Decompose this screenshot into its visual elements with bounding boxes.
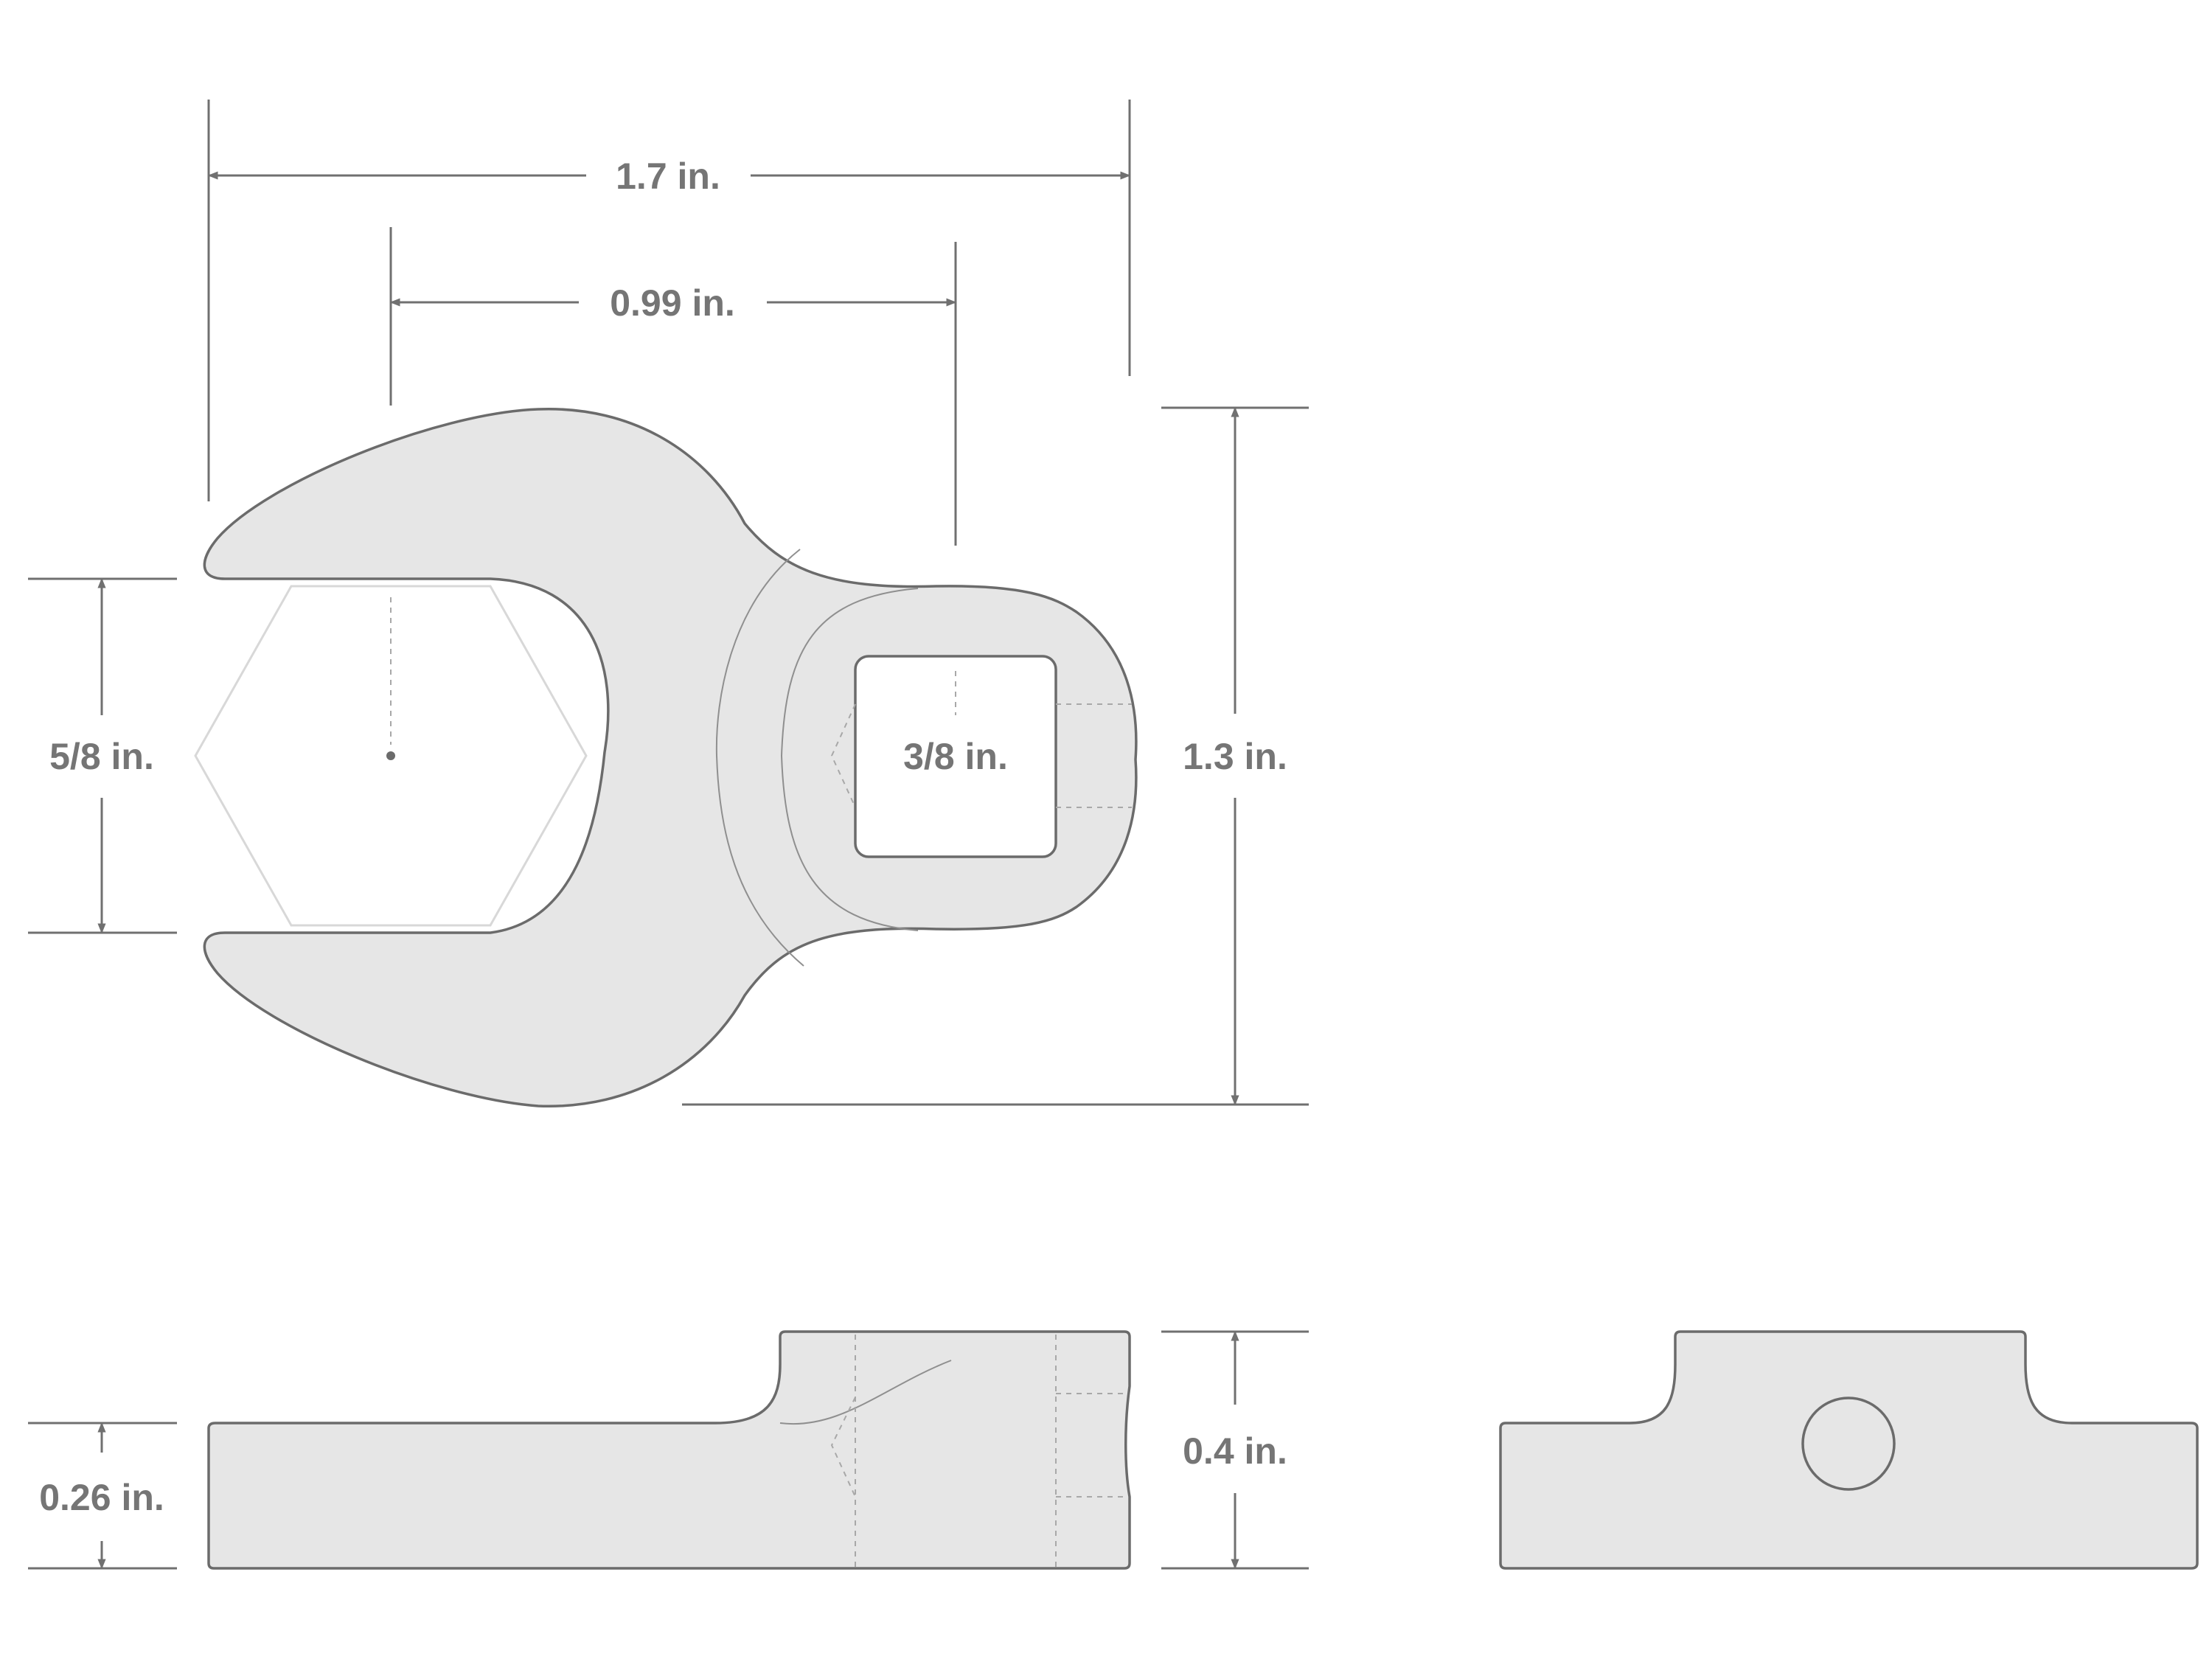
end-view xyxy=(1499,1330,2199,1570)
jaw-thickness-label: 0.26 in. xyxy=(39,1477,164,1518)
overall-height-label: 0.4 in. xyxy=(1183,1430,1287,1472)
center-distance-label: 0.99 in. xyxy=(610,282,735,324)
overall-width-label: 1.3 in. xyxy=(1183,736,1287,777)
overall-length-label: 1.7 in. xyxy=(616,156,720,197)
opening-label: 5/8 in. xyxy=(49,736,154,777)
wrench-side-outline xyxy=(207,1330,1131,1570)
drive-size-label: 3/8 in. xyxy=(903,736,1008,777)
hex-nut-outline xyxy=(194,585,588,927)
side-view: 0.26 in. 0.4 in. xyxy=(28,1330,1309,1570)
neck-contour-outer xyxy=(715,549,804,967)
drive-hidden-left xyxy=(830,703,856,808)
top-view: 1.7 in. 0.99 in. 5/8 in. 3/8 in. 1.3 in. xyxy=(28,100,1309,1107)
neck-contour-inner xyxy=(780,588,919,931)
square-drive-hole xyxy=(854,655,1057,858)
wrench-top-outline xyxy=(203,408,1138,1107)
hex-center-dot xyxy=(386,751,395,760)
drive-bore-circle xyxy=(1801,1397,1896,1491)
side-fillet-curve xyxy=(779,1360,952,1425)
side-hidden-detent xyxy=(830,1397,856,1498)
